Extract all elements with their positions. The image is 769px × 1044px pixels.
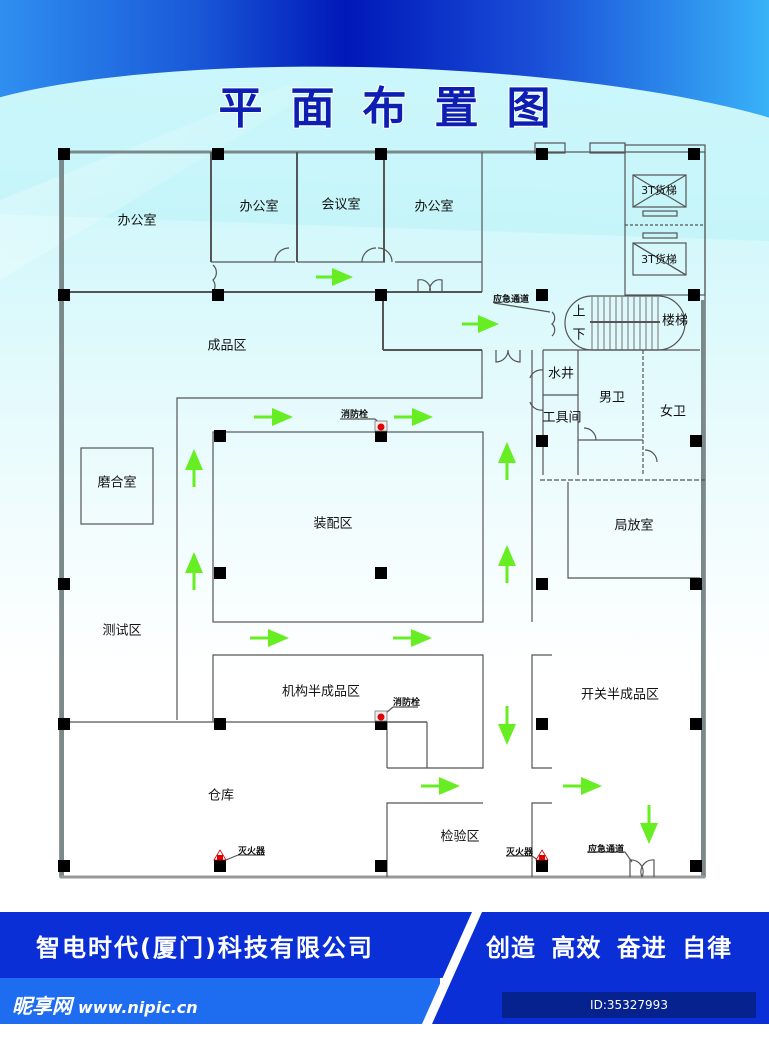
company-slogan: 创造 高效 奋进 自律 [486,934,733,962]
hydrant-label-mid: 消防栓 [393,698,421,708]
room-label-water-well: 水井 [547,366,575,382]
room-label-mechanism-semi: 机构半成品区 [281,684,361,700]
room-label-stairs: 楼梯 [661,313,689,329]
company-name: 智电时代(厦门)科技有限公司 [36,934,374,962]
hydrant-label-top: 消防栓 [341,410,369,420]
emergency-exit-label-top: 应急通道 [493,295,530,305]
page-title: 平面布置图 [218,83,579,134]
room-label-test-area: 测试区 [102,623,142,639]
room-label-partial-discharge: 局放室 [614,518,654,534]
room-label-freight-elevator-2: 3T货梯 [641,253,677,266]
image-id-box: ID:35327993 NO:20260127130649903106 [502,992,756,1038]
room-label-womens-restroom: 女卫 [659,404,687,420]
extinguisher-label-right: 灭火器 [506,848,534,858]
watermark: 昵享网 www.nipic.cn [12,990,198,1019]
footer-banner: 智电时代(厦门)科技有限公司 创造 高效 奋进 自律 昵享网 www.nipic.… [0,912,769,1038]
room-label-finished-goods: 成品区 [207,338,247,354]
watermark-brand: 昵享网 [12,994,72,1018]
room-label-office-3: 办公室 [414,199,454,215]
room-label-tool-room: 工具间 [542,410,582,426]
room-label-assembly: 装配区 [313,516,353,532]
room-label-freight-elevator-1: 3T货梯 [641,184,677,197]
room-label-running-in: 磨合室 [97,475,137,491]
room-label-inspection: 检验区 [440,829,480,845]
stairs-up-label: 上 [572,304,586,320]
stairs-down-label: 下 [572,327,586,343]
extinguisher-label-left: 灭火器 [238,847,266,857]
emergency-exit-label-bottom: 应急通道 [588,845,625,855]
room-label-office-2: 办公室 [239,199,279,215]
room-label-office-1: 办公室 [117,213,157,229]
room-label-warehouse: 仓库 [207,788,235,804]
room-label-meeting-room: 会议室 [321,197,361,213]
room-label-mens-restroom: 男卫 [598,390,626,406]
room-label-switch-semi: 开关半成品区 [580,687,660,703]
watermark-url: www.nipic.cn [78,998,198,1017]
